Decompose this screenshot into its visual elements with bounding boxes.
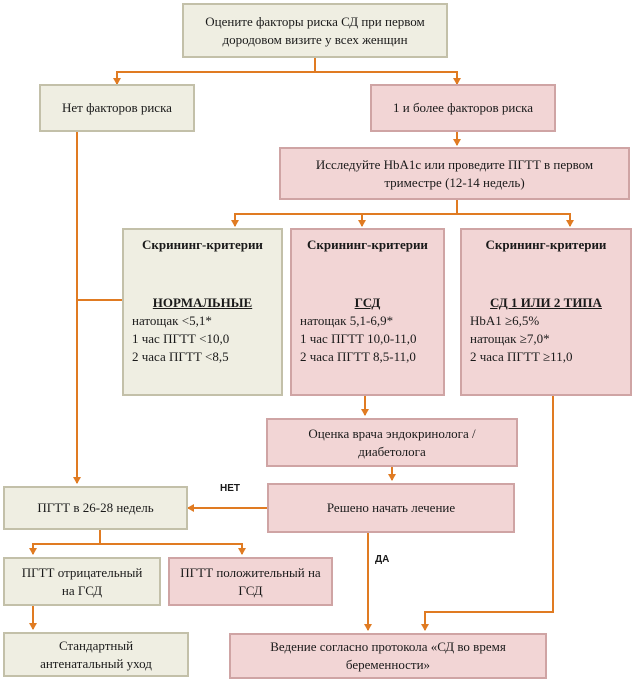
criteria-header: Скрининг-критерии (485, 237, 607, 252)
criteria-line: 2 часа ПГТТ <8,5 (132, 349, 229, 364)
endocrinologist-assessment-box: Оценка врача эндокринолога / диабетолога (266, 418, 518, 467)
ogtt-positive-box: ПГТТ положительный на ГСД (168, 557, 333, 606)
criteria-line: 2 часа ПГТТ ≥11,0 (470, 349, 573, 364)
criteria-status: ГСД (354, 295, 381, 310)
gdm-criteria-box: Скрининг-критерии ГСД натощак 5,1-6,9* 1… (290, 228, 445, 396)
criteria-line: натощак ≥7,0* (470, 331, 550, 346)
normal-criteria-box: Скрининг-критерии НОРМАЛЬНЫЕ натощак <5,… (122, 228, 283, 396)
ogtt-26-28-box: ПГТТ в 26-28 недель (3, 486, 188, 530)
criteria-status: НОРМАЛЬНЫЕ (152, 295, 253, 310)
arrow-test-to-dm (457, 213, 574, 227)
risk-assessment-box: Оцените факторы риска СД при первом доро… (182, 3, 448, 58)
edge-label-yes: ДА (375, 554, 390, 565)
edge-label-no: НЕТ (220, 483, 240, 494)
criteria-line: натощак <5,1* (132, 313, 212, 328)
criteria-line: 1 час ПГТТ 10,0-11,0 (300, 331, 417, 346)
arrow-start-to-risk (315, 71, 461, 85)
standard-care-box: Стандартный антенатальный уход (3, 632, 189, 677)
arrow-ogtt-to-neg (29, 530, 101, 555)
no-risk-factors-box: Нет факторов риска (39, 84, 195, 132)
criteria-header: Скрининг-критерии (307, 237, 428, 252)
protocol-management-box: Ведение согласно протокола «СД во время … (229, 633, 547, 679)
first-trimester-test-box: Исследуйте HbA1c или проведите ПГТТ в пе… (279, 147, 630, 200)
criteria-header: Скрининг-критерии (142, 237, 263, 252)
arrow-test-to-normal (231, 200, 458, 227)
criteria-line: 1 час ПГТТ <10,0 (132, 331, 230, 346)
criteria-line: HbA1 ≥6,5% (470, 313, 540, 328)
criteria-line: натощак 5,1-6,9* (300, 313, 394, 328)
criteria-line: 2 часа ПГТТ 8,5-11,0 (300, 349, 416, 364)
criteria-status: СД 1 ИЛИ 2 ТИПА (490, 295, 602, 310)
arrow-dm-to-protocol (421, 396, 554, 631)
ogtt-negative-box: ПГТТ отрицательный на ГСД (3, 557, 161, 606)
treatment-decided-box: Решено начать лечение (267, 483, 515, 533)
arrow-ogtt-to-pos (100, 543, 246, 555)
diabetes-criteria-box: Скрининг-критерии СД 1 ИЛИ 2 ТИПА HbA1 ≥… (460, 228, 632, 396)
arrow-start-to-no-risk (113, 58, 316, 85)
risk-factors-box: 1 и более факторов риска (370, 84, 556, 132)
